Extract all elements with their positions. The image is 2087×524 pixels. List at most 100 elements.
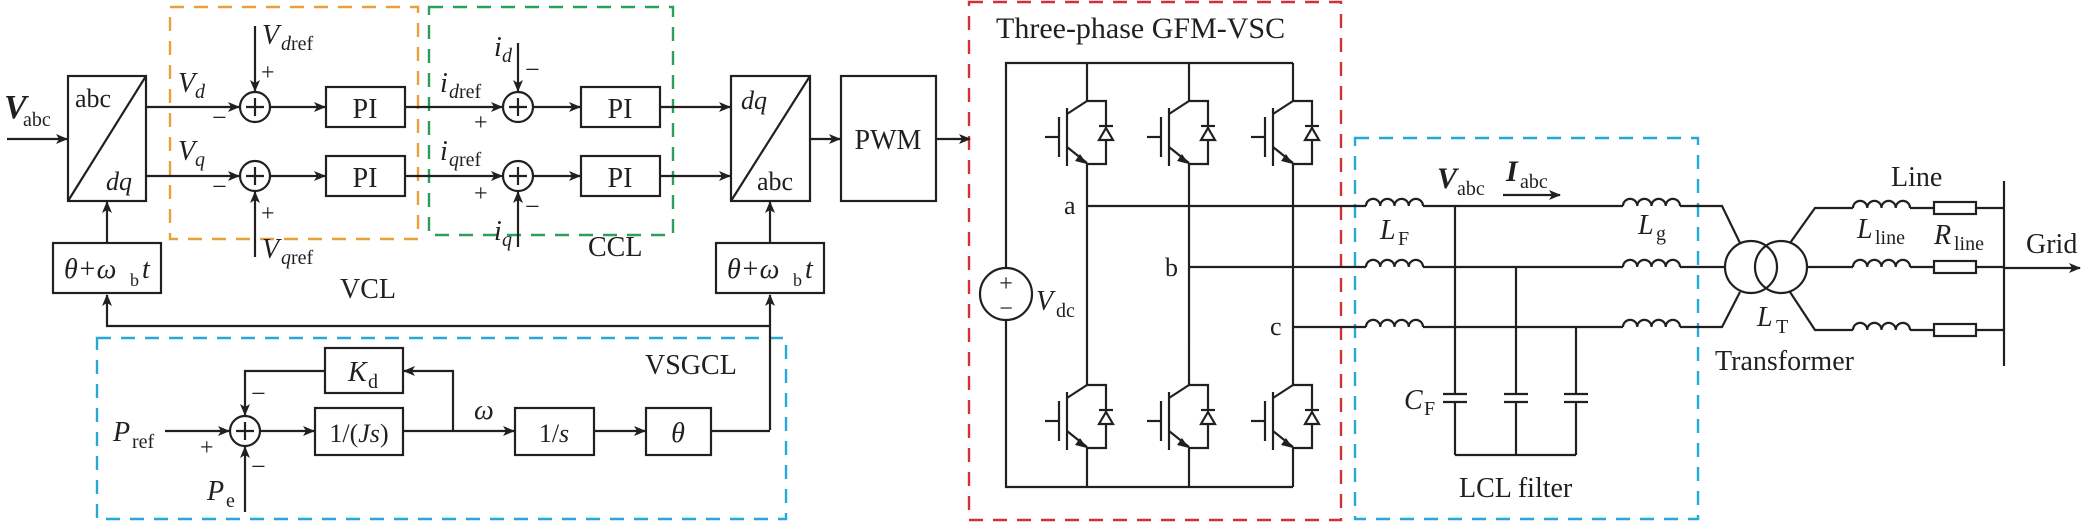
ccl-border (427, 5, 675, 237)
svg-text:abc: abc (75, 84, 111, 113)
iqref-plus-sign: + (474, 181, 488, 207)
svg-text:d: d (502, 45, 513, 67)
svg-text:i: i (494, 216, 502, 247)
pe-minus-sign: − (251, 452, 266, 481)
svg-text:ref: ref (291, 33, 314, 55)
transformer-label: Transformer (1715, 346, 1855, 377)
vsc-border (967, 0, 1343, 522)
lt-label: L T (1756, 302, 1788, 338)
line-resistor-3 (1932, 322, 1978, 338)
phase-c-label: c (1270, 312, 1282, 341)
vdref-plus-sign: + (261, 60, 275, 86)
theta-feedback-bus (102, 294, 770, 328)
line-resistor-2 (1932, 259, 1978, 275)
svg-text:V: V (4, 89, 29, 126)
igbt-lower-2 (1147, 347, 1217, 487)
kd-minus-sign: − (251, 379, 266, 408)
svg-text:abc: abc (1457, 178, 1485, 200)
svg-text:PI: PI (353, 163, 378, 194)
vcl-summer-q (238, 159, 272, 193)
line-resistor-1 (1932, 200, 1978, 216)
lline-label: L line (1856, 214, 1905, 249)
iq-label: i q (494, 216, 512, 251)
svg-text:V: V (178, 68, 198, 99)
kd-to-summer-line (240, 369, 325, 416)
lf-inductor-2 (1364, 258, 1425, 268)
igbt-upper-2 (1147, 63, 1217, 203)
svg-text:dq: dq (106, 167, 132, 196)
svg-text:t: t (142, 254, 151, 285)
svg-text:dq: dq (741, 86, 767, 115)
svg-text:+: + (999, 271, 1013, 297)
svg-text:i: i (494, 32, 502, 63)
line-inductor-2 (1851, 258, 1912, 268)
lcl-border (1353, 136, 1700, 521)
svg-text:ref: ref (132, 431, 155, 453)
svg-text:line: line (1954, 233, 1984, 255)
vq-label: V q (178, 136, 205, 171)
phase-b-label: b (1165, 253, 1178, 282)
igbt-lower-1 (1045, 347, 1115, 487)
svg-text:t: t (805, 254, 814, 285)
svg-text:V: V (1437, 162, 1460, 195)
ccl-pi-q-block: PI (579, 154, 662, 198)
rline-label: R line (1933, 220, 1984, 255)
igbt-upper-3 (1251, 63, 1321, 203)
svg-text:P: P (112, 417, 130, 448)
id-label: i d (494, 32, 513, 67)
svg-text:1/s: 1/s (539, 419, 569, 448)
svg-text:L: L (1856, 214, 1873, 245)
svg-text:C: C (1404, 385, 1423, 416)
svg-text:q: q (195, 149, 205, 171)
vcl-pi-d-block: PI (324, 85, 407, 129)
svg-text:d: d (368, 371, 378, 393)
svg-text:I: I (1505, 155, 1519, 188)
vdref-label: V d ref (262, 20, 314, 55)
svg-text:1/(Js): 1/(Js) (329, 419, 388, 448)
lg-inductor-2 (1621, 258, 1682, 268)
lcl-filter-label: LCL filter (1459, 473, 1573, 504)
svg-text:V: V (262, 20, 282, 51)
lcl-vabc-label: V abc (1437, 162, 1485, 200)
svg-text:b: b (130, 270, 139, 290)
inertia-block: 1/(Js) (313, 406, 405, 457)
svg-text:PI: PI (608, 163, 633, 194)
vsc-title: Three-phase GFM-VSC (996, 12, 1285, 45)
svg-text:b: b (793, 270, 802, 290)
svg-text:dc: dc (1056, 300, 1075, 322)
vsgcl-summer (228, 414, 262, 448)
svg-text:abc: abc (757, 167, 793, 196)
svg-text:PWM: PWM (855, 125, 922, 156)
vq-minus-sign: − (212, 172, 227, 201)
ccl-summer-q (501, 159, 535, 193)
svg-text:d: d (195, 81, 206, 103)
svg-text:θ+ω: θ+ω (64, 254, 116, 285)
damping-feedback-line (403, 366, 455, 431)
idref-label: i d ref (440, 68, 482, 103)
line-inductor-3 (1851, 321, 1912, 331)
lg-inductor-1 (1621, 197, 1682, 207)
grid-label: Grid (2026, 229, 2077, 260)
iqref-label: i q ref (440, 136, 482, 171)
dc-negative-rail (1004, 320, 1293, 489)
lf-label: L F (1379, 215, 1409, 250)
igbt-upper-1 (1045, 63, 1115, 203)
svg-text:i: i (440, 68, 448, 99)
id-minus-sign: − (525, 55, 540, 84)
cf-label: C F (1404, 385, 1435, 420)
svg-text:L: L (1637, 210, 1654, 241)
vdc-label: V dc (1036, 286, 1075, 322)
lg-inductor-3 (1621, 318, 1682, 328)
svg-text:abc: abc (1520, 171, 1548, 193)
pwm-block: PWM (839, 74, 938, 203)
igbt-lower-3 (1251, 347, 1321, 487)
svg-text:L: L (1756, 302, 1773, 333)
xfmr-in-a (1680, 204, 1741, 244)
idref-plus-sign: + (474, 110, 488, 136)
svg-text:ref: ref (459, 81, 482, 103)
theta-omega-block-right: θ+ω b t (714, 241, 826, 295)
lcl-iabc-label: I abc (1505, 155, 1548, 193)
svg-text:T: T (1776, 316, 1788, 338)
integrator-block: 1/s (513, 406, 596, 457)
svg-text:d: d (449, 81, 460, 103)
